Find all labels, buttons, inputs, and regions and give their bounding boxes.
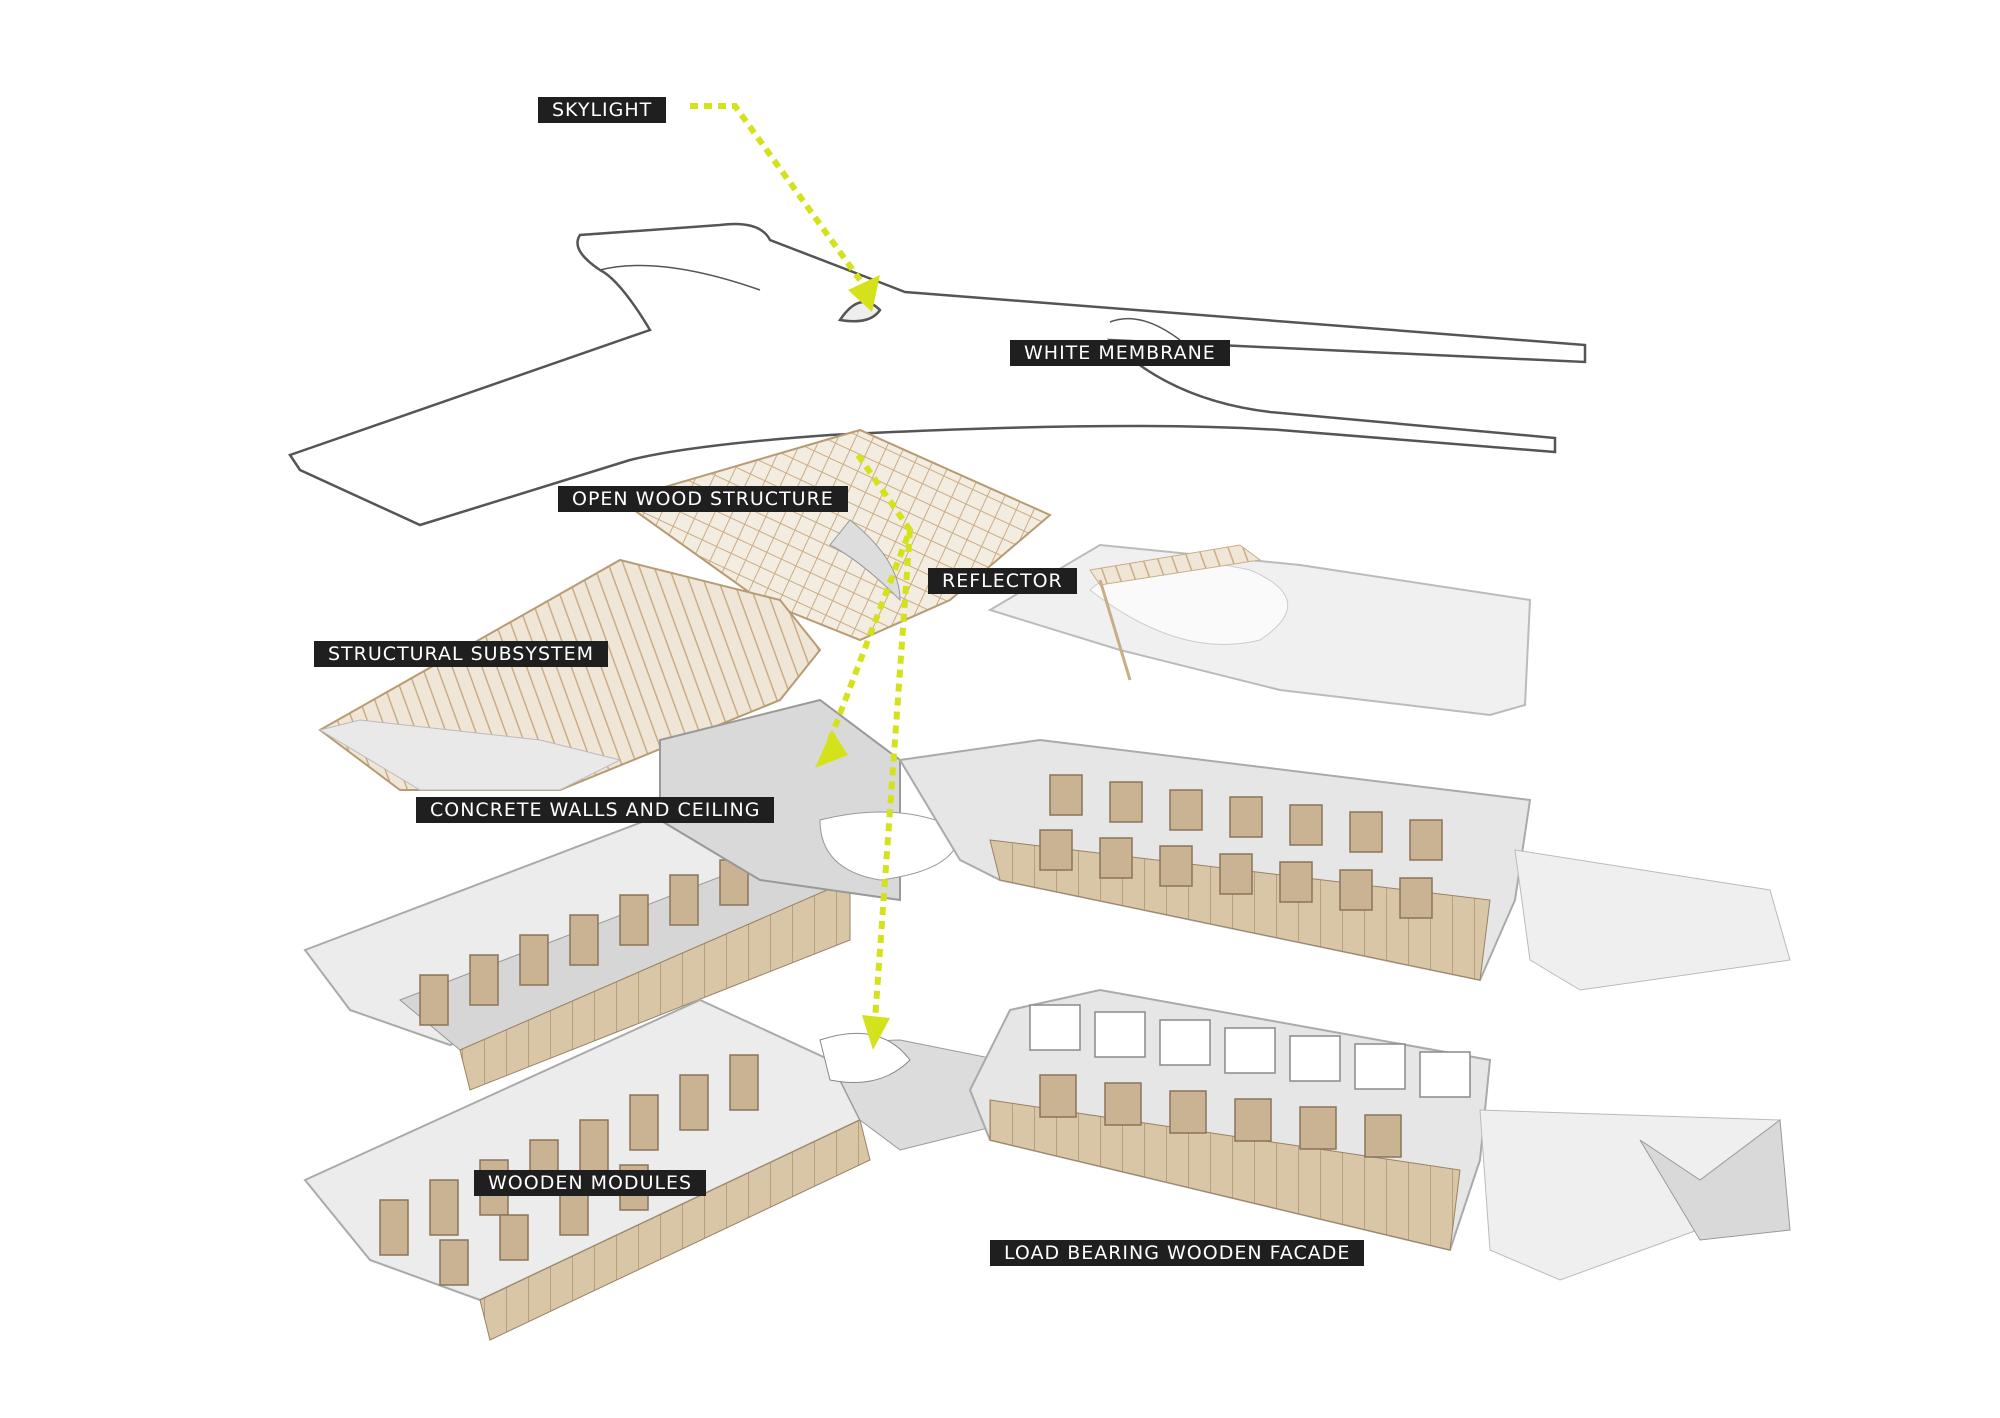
label-concrete-walls: CONCRETE WALLS AND CEILING [416,797,775,823]
label-load-bearing-facade: LOAD BEARING WOODEN FACADE [990,1240,1365,1266]
reflector-arrowhead-down [862,1015,890,1050]
label-white-membrane: WHITE MEMBRANE [1010,340,1230,366]
label-structural-subsystem: STRUCTURAL SUBSYSTEM [314,641,609,667]
wooden-modules-level [303,988,1791,1341]
label-skylight: SKYLIGHT [538,97,667,123]
reflector-arrowhead-left [815,730,848,768]
skylight-arrowhead [848,275,880,312]
label-wooden-modules: WOODEN MODULES [474,1170,707,1196]
label-reflector: REFLECTOR [928,568,1077,594]
arrowheads [815,275,890,1050]
right-wing-shell [987,543,1532,717]
light-path-arrows [690,103,914,1021]
label-open-wood-structure: OPEN WOOD STRUCTURE [558,486,848,512]
